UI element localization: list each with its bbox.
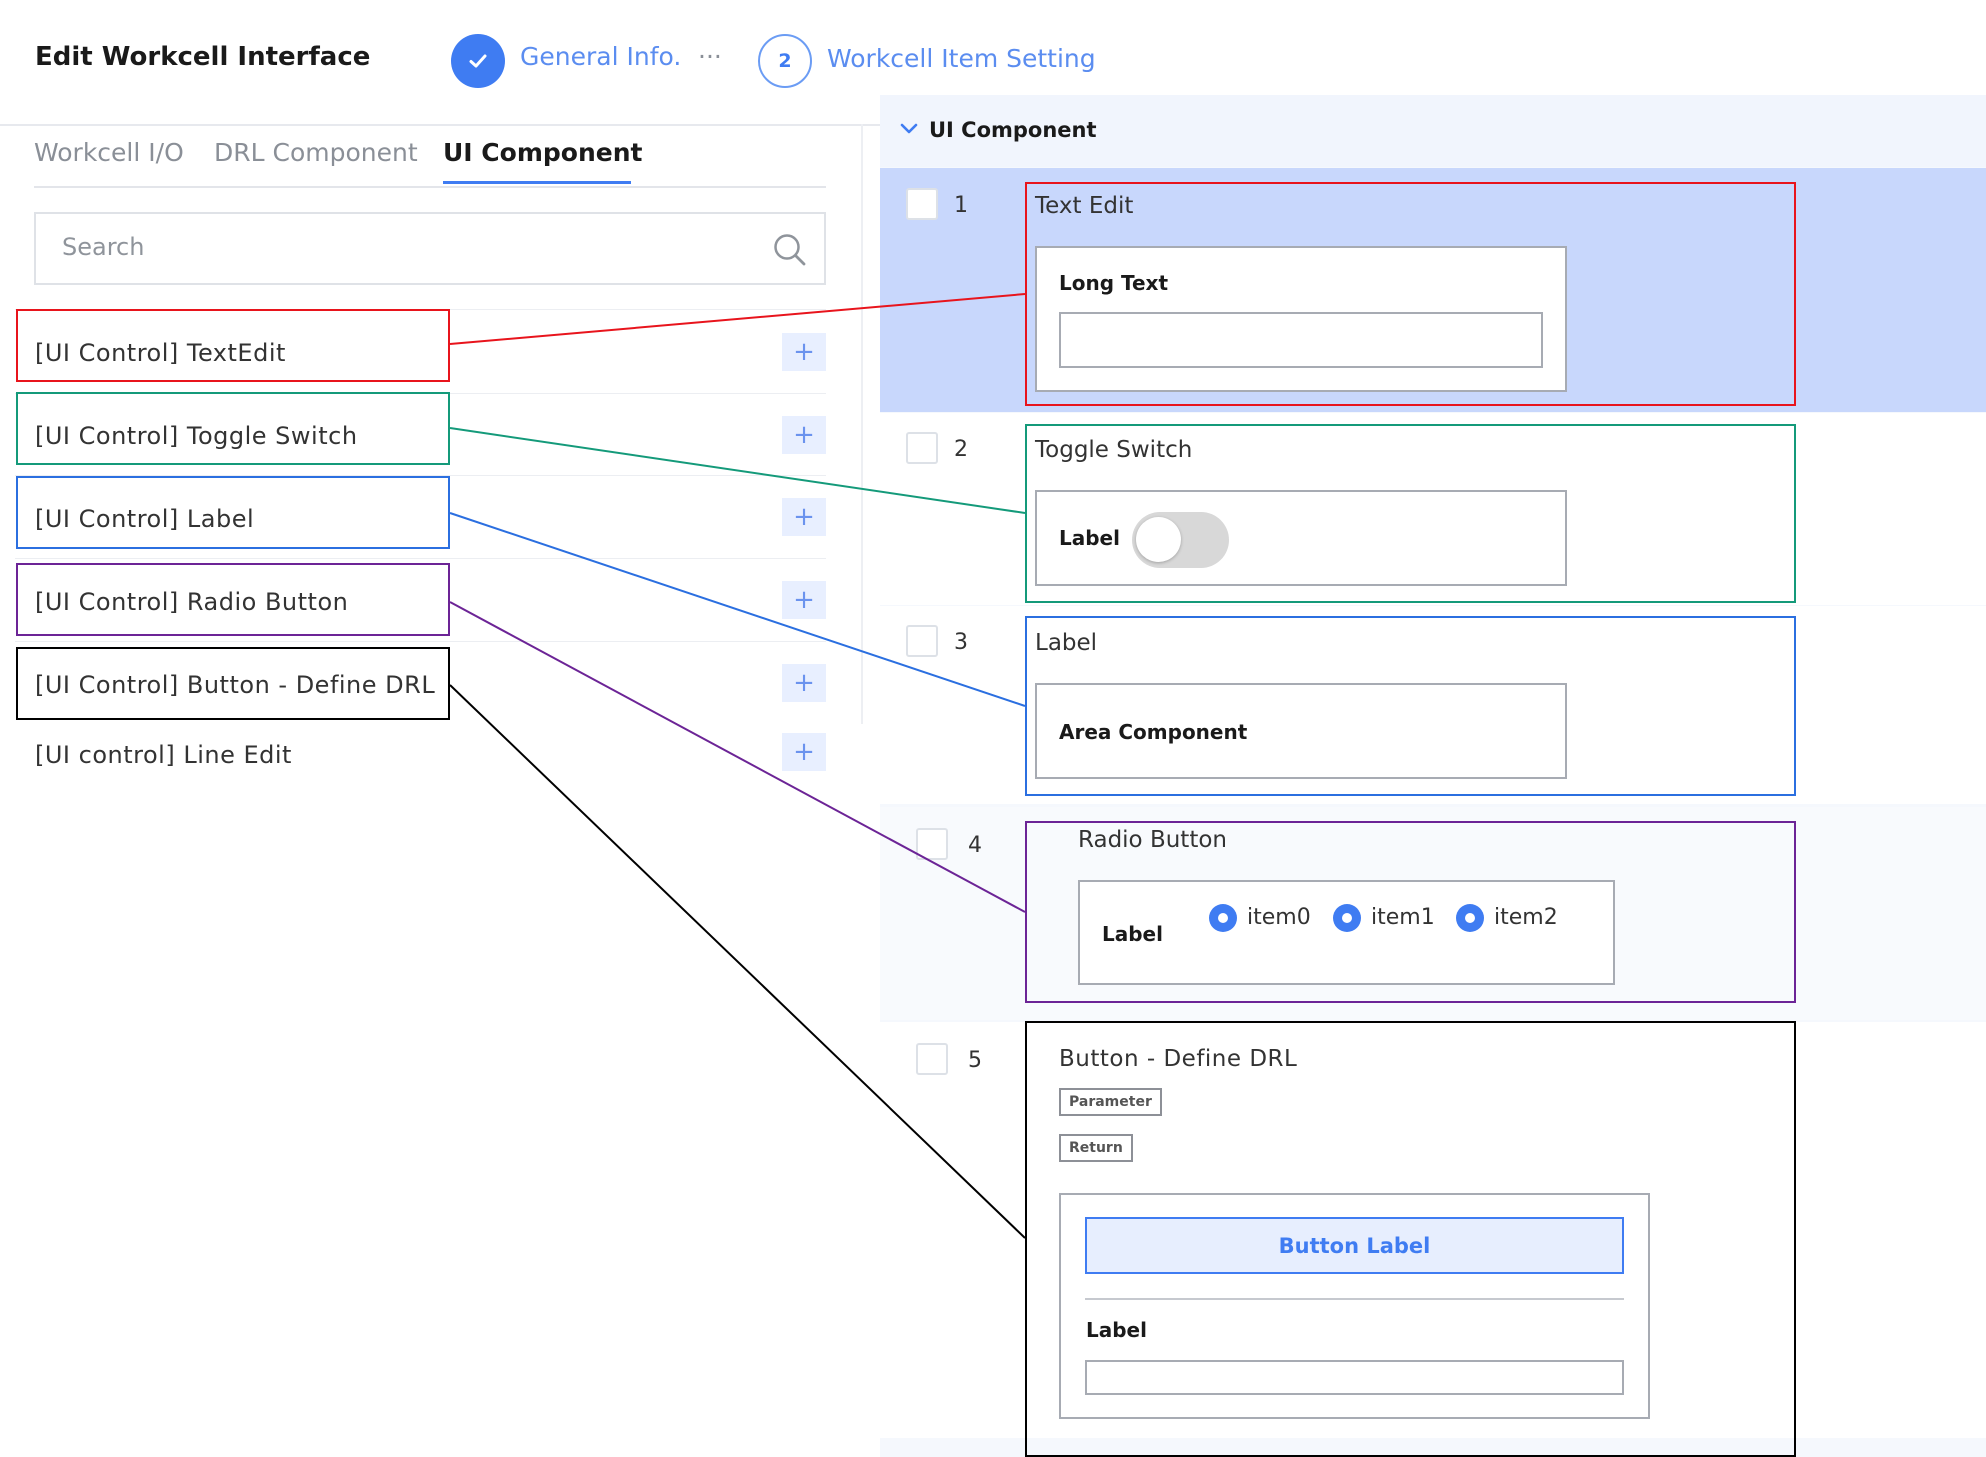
field-label: Label: [1059, 526, 1120, 550]
field-label: Label: [1102, 922, 1163, 946]
radio-option-label: item1: [1371, 905, 1435, 930]
drl-button[interactable]: Button Label: [1085, 1217, 1624, 1274]
list-item-label[interactable]: [UI Control] Radio Button: [35, 588, 349, 616]
row-number: 3: [954, 630, 968, 655]
highlight-box-radio: [16, 563, 450, 636]
toggle-preview: [1035, 490, 1567, 586]
highlight-box-textedit: [16, 309, 450, 382]
highlight-box-label: [16, 476, 450, 549]
tab-ui-component[interactable]: UI Component: [443, 138, 643, 167]
row-checkbox[interactable]: [916, 1043, 948, 1075]
row-checkbox[interactable]: [906, 625, 938, 657]
row-number: 1: [954, 193, 968, 218]
row-checkbox[interactable]: [916, 828, 948, 860]
toggle-knob[interactable]: [1136, 517, 1181, 562]
radio-preview: [1078, 880, 1615, 985]
row-number: 4: [968, 833, 982, 858]
step-2-indicator: 2: [758, 34, 812, 88]
active-tab-indicator: [443, 181, 631, 184]
highlight-box-label-target: [1025, 616, 1796, 796]
list-item-label[interactable]: [UI Control] Label: [35, 505, 255, 533]
header-divider: [0, 124, 880, 126]
highlight-box-button-target: [1025, 1021, 1796, 1457]
list-separator: [15, 475, 826, 476]
section-header[interactable]: [880, 95, 1986, 167]
add-button[interactable]: +: [782, 333, 826, 371]
list-item-label[interactable]: [UI Control] Toggle Switch: [35, 422, 358, 450]
component-title: Button - Define DRL: [1059, 1046, 1298, 1072]
radio-button[interactable]: [1456, 904, 1484, 932]
component-title: Label: [1035, 630, 1098, 656]
page-title: Edit Workcell Interface: [35, 42, 371, 72]
row-number: 2: [954, 437, 968, 462]
search-input[interactable]: [34, 212, 826, 285]
add-button[interactable]: +: [782, 581, 826, 619]
component-title: Toggle Switch: [1035, 437, 1193, 463]
highlight-box-radio-target: [1025, 821, 1796, 1003]
return-chip[interactable]: Return: [1059, 1134, 1133, 1162]
search-icon[interactable]: [770, 230, 810, 270]
tab-divider: [34, 186, 826, 188]
chevron-down-icon[interactable]: [898, 118, 920, 140]
step-2-label[interactable]: Workcell Item Setting: [827, 44, 1096, 73]
row-number: 5: [968, 1048, 982, 1073]
row-checkbox[interactable]: [906, 188, 938, 220]
field-label: Label: [1086, 1318, 1147, 1342]
highlight-box-textedit-target: [1025, 182, 1796, 406]
list-item-label[interactable]: [UI Control] TextEdit: [35, 339, 286, 367]
label-preview: [1035, 683, 1567, 779]
field-label: Long Text: [1059, 271, 1169, 295]
tab-drl-component[interactable]: DRL Component: [214, 138, 418, 167]
highlight-box-toggle-target: [1025, 424, 1796, 603]
add-button[interactable]: +: [782, 416, 826, 454]
list-separator: [15, 558, 826, 559]
parameter-chip[interactable]: Parameter: [1059, 1088, 1162, 1116]
left-panel-border: [861, 124, 863, 724]
tab-workcell-io[interactable]: Workcell I/O: [34, 138, 184, 167]
component-title: Radio Button: [1078, 827, 1227, 853]
radio-button[interactable]: [1333, 904, 1361, 932]
list-item-label[interactable]: [UI Control] Button - Define DRL: [35, 671, 436, 699]
radio-option-label: item0: [1247, 905, 1311, 930]
step-separator: ···: [698, 42, 722, 71]
search-placeholder: Search: [62, 233, 145, 261]
radio-button[interactable]: [1209, 904, 1237, 932]
step-1-label[interactable]: General Info.: [520, 42, 682, 71]
radio-option-label: item2: [1494, 905, 1558, 930]
list-separator: [15, 641, 826, 642]
field-label: Area Component: [1059, 720, 1248, 744]
list-item-label[interactable]: [UI control] Line Edit: [35, 741, 292, 769]
add-button[interactable]: +: [782, 664, 826, 702]
step-1-indicator: [451, 34, 505, 88]
check-icon: [469, 54, 487, 68]
row-checkbox[interactable]: [906, 432, 938, 464]
label-text-field[interactable]: [1085, 1360, 1624, 1395]
highlight-box-toggle: [16, 392, 450, 465]
highlight-box-button: [16, 647, 450, 720]
divider: [1085, 1298, 1624, 1300]
component-title: Text Edit: [1035, 193, 1134, 219]
add-button[interactable]: +: [782, 498, 826, 536]
section-title: UI Component: [929, 118, 1097, 142]
add-button[interactable]: +: [782, 733, 826, 771]
long-text-field[interactable]: [1059, 312, 1543, 368]
